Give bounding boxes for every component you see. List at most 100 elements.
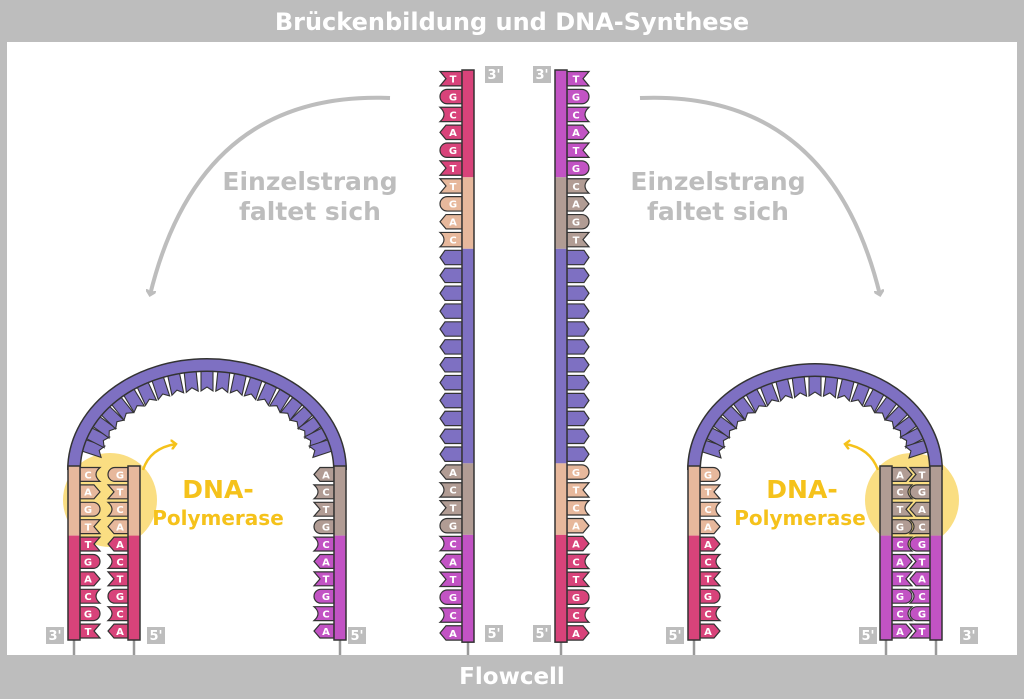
- nucleotide-letter: T: [85, 627, 92, 638]
- nucleotide-T: [438, 160, 463, 176]
- strand-right-arch-template-right: [908, 465, 943, 641]
- nucleotide-shapes: [312, 466, 335, 639]
- nucleotide-letter: C: [116, 505, 123, 516]
- nucleotide-T: [908, 553, 931, 569]
- end-label-5prime: 5': [147, 627, 165, 644]
- nucleotide-letter: C: [449, 235, 456, 246]
- nucleotide-C: [699, 606, 722, 622]
- nucleotide-letter: C: [896, 488, 903, 499]
- nucleotide-letter: T: [450, 575, 457, 586]
- nucleotide-unlabeled: [439, 392, 463, 409]
- nucleotide-letter: C: [322, 609, 329, 620]
- nucleotide-T: [106, 484, 129, 500]
- nucleotide-unlabeled: [439, 446, 463, 462]
- nucleotide-letter: G: [896, 592, 904, 603]
- nucleotide-letter: A: [572, 200, 580, 211]
- nucleotide-G: [107, 466, 129, 482]
- polymerase-label-right-2: Polymerase: [734, 506, 866, 530]
- svg-text:3': 3': [535, 68, 548, 83]
- nucleotide-letters: TGCAGTTGACACTGCATGCATGCATGCAGTGTCAACTGCA…: [84, 74, 926, 639]
- nucleotide-T: [566, 482, 591, 498]
- nucleotide-letter: G: [116, 592, 124, 603]
- nucleotide-unlabeled: [566, 428, 590, 445]
- nucleotide-letter: T: [450, 164, 457, 175]
- nucleotide-T: [566, 231, 591, 248]
- backbone-segment: [462, 463, 474, 535]
- nucleotide-letter: G: [449, 521, 457, 532]
- nucleotide-T: [79, 519, 102, 535]
- nucleotide-unlabeled: [566, 339, 590, 355]
- nucleotide-letter: T: [323, 575, 330, 586]
- arch-left: [67, 358, 347, 471]
- nucleotide-letter: T: [919, 627, 926, 638]
- svg-text:5': 5': [149, 629, 162, 644]
- nucleotide-G: [439, 142, 463, 159]
- diagram-title: Brückenbildung und DNA-Synthese: [0, 0, 1024, 42]
- nucleotide-C: [699, 553, 722, 569]
- backbone-segment: [555, 70, 567, 178]
- nucleotide-letter: A: [572, 539, 580, 550]
- nucleotide-letter: C: [572, 110, 579, 121]
- nucleotide-T: [79, 536, 102, 552]
- nucleotide-unlabeled: [439, 339, 463, 355]
- backbone-segment: [462, 534, 474, 643]
- fold-text-left-1: Einzelstrang: [222, 167, 397, 196]
- nucleotide-unlabeled: [566, 410, 590, 427]
- nucleotide-C: [312, 484, 335, 500]
- backbone-segment: [462, 248, 474, 464]
- nucleotide-letter: G: [84, 505, 92, 516]
- nucleotide-letter: C: [116, 557, 123, 568]
- nucleotide-unlabeled: [566, 267, 590, 284]
- nucleotide-unlabeled: [566, 374, 590, 391]
- nucleotide-letter: T: [450, 504, 457, 515]
- nucleotide-letter: C: [84, 592, 91, 603]
- nucleotide-unlabeled: [566, 392, 590, 409]
- nucleotide-letter: C: [322, 540, 329, 551]
- nucleotide-letter: C: [449, 539, 456, 550]
- backbone-segment: [334, 535, 346, 640]
- backbone-outline: [687, 465, 701, 641]
- nucleotide-G: [79, 553, 101, 569]
- nucleotide-letter: G: [572, 468, 580, 479]
- flowcell-label: Flowcell: [0, 655, 1024, 699]
- strand-left-arch-template-right: [312, 465, 347, 641]
- nucleotide-letter: A: [449, 218, 457, 229]
- nucleotide-T: [438, 178, 463, 194]
- end-label-5prime: 5': [485, 625, 503, 642]
- nucleotide-T: [438, 500, 463, 516]
- nucleotide-letter: C: [572, 611, 579, 622]
- nucleotide-unlabeled: [566, 356, 590, 373]
- nucleotide-letter: A: [84, 488, 92, 499]
- nucleotide-G: [107, 588, 129, 604]
- nucleotide-G: [566, 88, 590, 105]
- end-label-5prime: 5': [859, 627, 877, 644]
- nucleotide-letter: G: [84, 557, 92, 568]
- nucleotide-letter: G: [449, 92, 457, 103]
- nucleotide-T: [312, 501, 335, 517]
- backbone-segment: [880, 466, 892, 536]
- svg-text:5': 5': [487, 627, 500, 642]
- backbone-segment: [68, 466, 80, 536]
- nucleotide-letter: A: [896, 557, 904, 568]
- nucleotide-letter: C: [918, 522, 925, 533]
- nucleotide-letter: A: [918, 575, 926, 586]
- nucleotide-letter: G: [918, 488, 926, 499]
- nucleotide-unlabeled: [791, 375, 808, 399]
- nucleotide-letter: G: [572, 164, 580, 175]
- nucleotide-letter: C: [449, 110, 456, 121]
- backbone-outline: [879, 465, 893, 641]
- nucleotide-C: [699, 501, 722, 517]
- backbone-segment: [462, 70, 474, 178]
- nucleotide-unlabeled: [200, 370, 214, 393]
- nucleotide-letter: C: [116, 609, 123, 620]
- nucleotide-unlabeled: [439, 374, 463, 391]
- end-label-3prime: 3': [46, 627, 64, 644]
- nucleotide-letter: G: [116, 470, 124, 481]
- nucleotide-letter: G: [449, 146, 457, 157]
- nucleotide-letter: G: [84, 609, 92, 620]
- nucleotide-unlabeled: [439, 249, 463, 266]
- strand-center-right: [554, 69, 591, 643]
- nucleotide-C: [566, 178, 591, 194]
- svg-text:3': 3': [48, 629, 61, 644]
- backbone-outline: [929, 465, 943, 641]
